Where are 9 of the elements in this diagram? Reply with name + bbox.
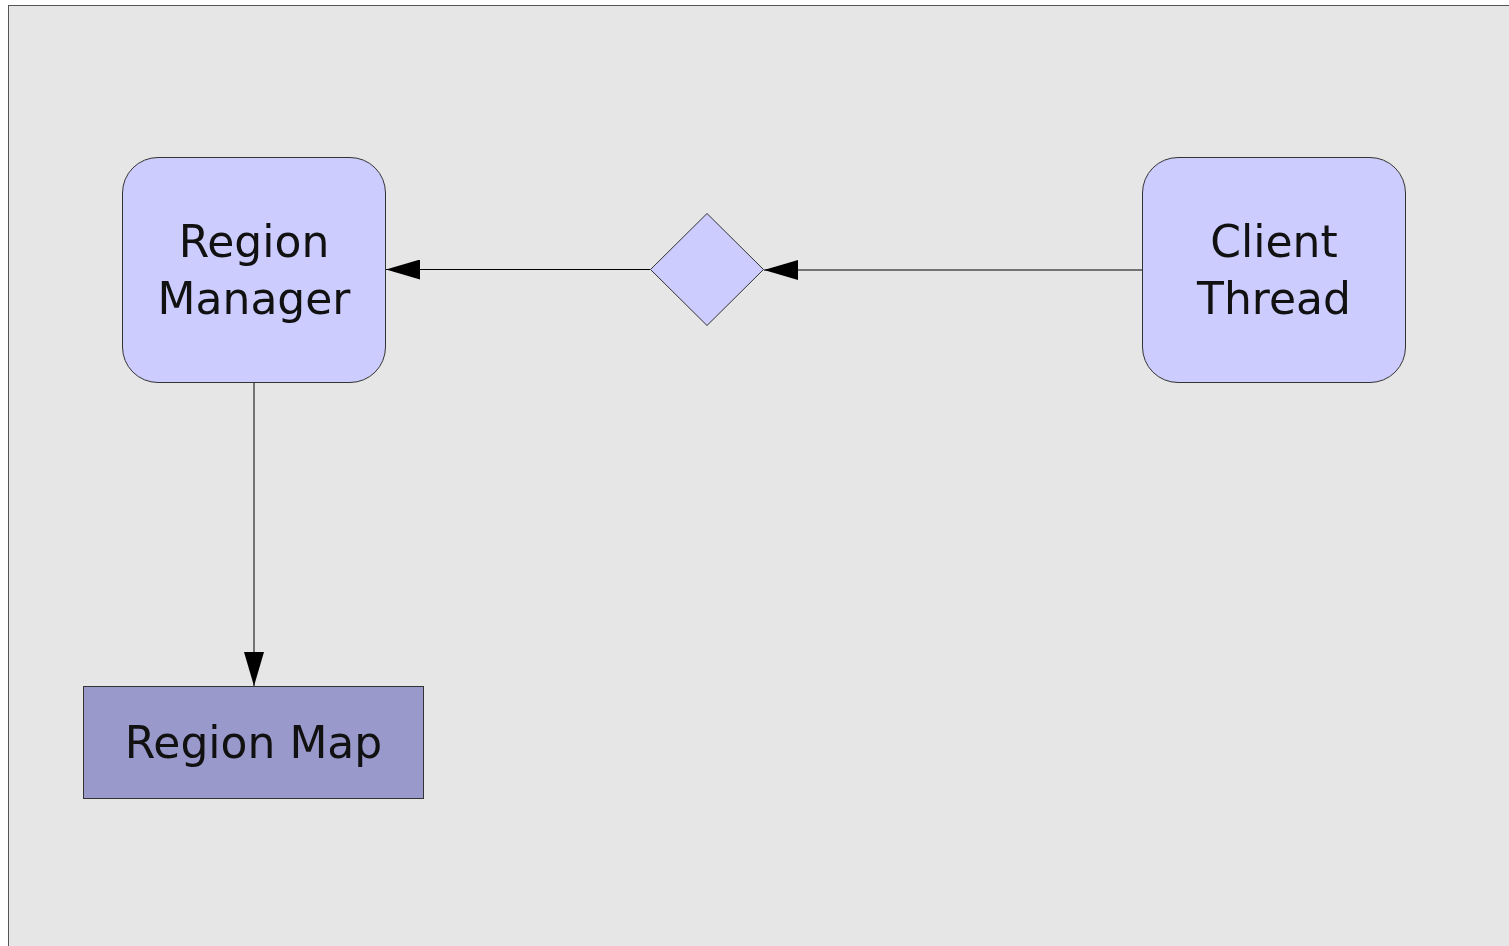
arrow bbox=[385, 259, 651, 280]
process-box bbox=[83, 686, 424, 799]
arrow bbox=[763, 260, 1143, 280]
process-box bbox=[1142, 157, 1406, 383]
arrow bbox=[244, 382, 264, 687]
node-label: Region Manager bbox=[156, 214, 352, 326]
node-label: Region Map bbox=[123, 715, 384, 770]
process-box bbox=[122, 157, 386, 383]
node-label: Client Thread bbox=[1196, 214, 1352, 326]
